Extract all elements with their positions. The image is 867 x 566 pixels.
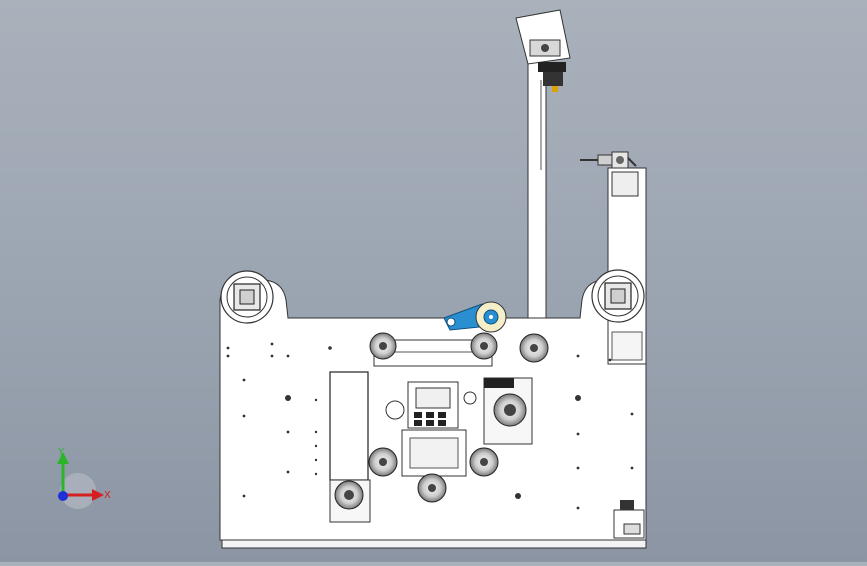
guide-roller-2[interactable] <box>470 332 498 360</box>
guide-roller-3[interactable] <box>519 333 549 363</box>
z-axis-dot <box>58 491 68 501</box>
guide-roller-1[interactable] <box>369 332 397 360</box>
right-motor[interactable] <box>483 377 533 445</box>
bottom-right-sensor[interactable] <box>613 500 645 539</box>
cable-connector[interactable] <box>580 151 637 169</box>
tension-pulley[interactable] <box>475 301 507 333</box>
motor-block[interactable] <box>401 429 467 477</box>
guide-roller-6[interactable] <box>417 473 447 503</box>
right-column[interactable] <box>607 167 647 365</box>
axis-triad: Y X <box>57 447 111 509</box>
vertical-arm[interactable] <box>527 59 547 319</box>
control-unit[interactable] <box>407 381 459 429</box>
mounting-holes <box>226 342 634 510</box>
corner-roller-right[interactable] <box>591 269 645 323</box>
y-axis-label: Y <box>57 447 65 458</box>
guide-roller-4[interactable] <box>368 447 398 477</box>
sensor-head[interactable] <box>515 9 571 92</box>
x-axis-label: X <box>104 490 111 501</box>
guide-roller-5[interactable] <box>469 447 499 477</box>
guide-slot <box>329 371 369 481</box>
lower-left-motor[interactable] <box>329 479 371 523</box>
small-fixture[interactable] <box>385 391 477 420</box>
corner-roller-left[interactable] <box>220 270 274 324</box>
